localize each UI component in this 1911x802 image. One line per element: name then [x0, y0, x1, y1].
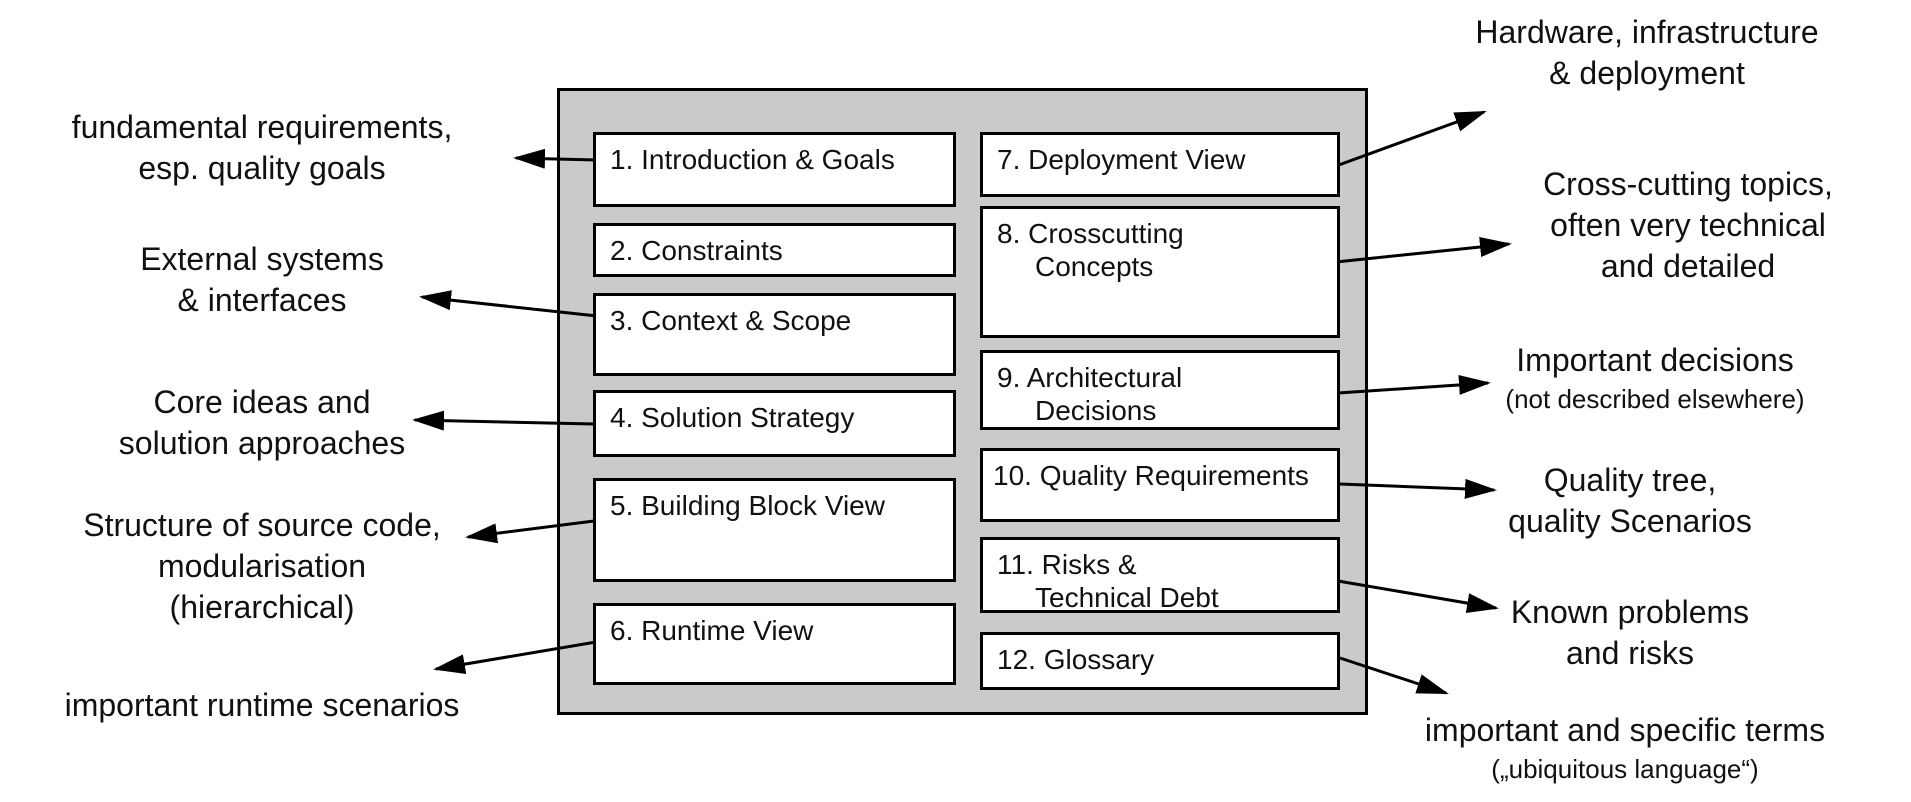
box-label: 2. Constraints	[610, 235, 783, 266]
box-label: 12. Glossary	[997, 644, 1155, 675]
box-5-building-block-view: 5. Building Block View	[593, 478, 956, 582]
annotation-line: modularisation	[157, 548, 367, 584]
annotation-glossary: important and specific terms („ubiquitou…	[1370, 710, 1880, 787]
box-12-glossary: 12. Glossary	[980, 632, 1340, 690]
annotation-line: & interfaces	[177, 282, 347, 318]
box-11-risks-technical-debt: 11. Risks & Technical Debt	[980, 537, 1340, 613]
box-1-introduction-goals: 1. Introduction & Goals	[593, 132, 956, 207]
box-label: Concepts	[1035, 251, 1154, 282]
box-label: Decisions	[1035, 395, 1157, 426]
box-2-constraints: 2. Constraints	[593, 223, 956, 277]
annotation-line: important runtime scenarios	[64, 687, 460, 723]
annotation-line: and risks	[1565, 635, 1695, 671]
annotation-line: often very technical	[1550, 207, 1826, 243]
annotation-intro: fundamental requirements, esp. quality g…	[12, 107, 512, 189]
box-8-crosscutting-concepts: 8. Crosscutting Concepts	[980, 206, 1340, 338]
box-label: Technical Debt	[1035, 582, 1219, 613]
annotation-line: External systems	[140, 241, 384, 277]
box-4-solution-strategy: 4. Solution Strategy	[593, 390, 956, 457]
box-label: 11. Risks &	[997, 549, 1137, 580]
annotation-line-small: („ubiquitous language“)	[1491, 754, 1759, 784]
box-7-deployment-view: 7. Deployment View	[980, 132, 1340, 197]
annotation-solution: Core ideas and solution approaches	[12, 382, 512, 464]
box-label: 3. Context & Scope	[610, 305, 852, 336]
annotation-line: and detailed	[1600, 248, 1776, 284]
annotation-risks: Known problems and risks	[1380, 592, 1880, 674]
box-label: 1. Introduction & Goals	[610, 144, 895, 175]
box-6-runtime-view: 6. Runtime View	[593, 603, 956, 685]
box-10-quality-requirements: 10. Quality Requirements	[980, 448, 1340, 522]
box-label: 7. Deployment View	[997, 144, 1246, 175]
annotation-decisions: Important decisions (not described elsew…	[1400, 340, 1910, 417]
annotation-line-small: (not described elsewhere)	[1505, 384, 1805, 414]
box-label: 8. Crosscutting	[997, 218, 1184, 249]
annotation-line: Core ideas and	[153, 384, 371, 420]
box-label: 5. Building Block View	[610, 490, 885, 521]
annotation-runtime: important runtime scenarios	[12, 685, 512, 726]
box-3-context-scope: 3. Context & Scope	[593, 293, 956, 376]
annotation-quality: Quality tree, quality Scenarios	[1380, 460, 1880, 542]
annotation-line: quality Scenarios	[1508, 503, 1752, 539]
annotation-building: Structure of source code, modularisation…	[12, 505, 512, 628]
annotation-deployment: Hardware, infrastructure & deployment	[1392, 12, 1902, 94]
box-label: 10. Quality Requirements	[993, 460, 1309, 491]
annotation-line: Hardware, infrastructure	[1475, 14, 1819, 50]
annotation-line: Known problems	[1510, 594, 1750, 630]
box-label: 6. Runtime View	[610, 615, 814, 646]
annotation-line: Quality tree,	[1543, 462, 1717, 498]
box-9-architectural-decisions: 9. Architectural Decisions	[980, 350, 1340, 430]
annotation-line: Cross-cutting topics,	[1543, 166, 1833, 202]
annotation-line: Important decisions	[1516, 342, 1794, 378]
annotation-line: solution approaches	[118, 425, 406, 461]
annotation-line: important and specific terms	[1424, 712, 1826, 748]
annotation-line: fundamental requirements,	[71, 109, 453, 145]
annotation-line: (hierarchical)	[169, 589, 355, 625]
annotation-line: & deployment	[1549, 55, 1745, 91]
annotation-line: Structure of source code,	[83, 507, 441, 543]
box-label: 9. Architectural	[997, 362, 1183, 393]
box-label: 4. Solution Strategy	[610, 402, 855, 433]
annotation-context: External systems & interfaces	[12, 239, 512, 321]
annotation-crosscutting: Cross-cutting topics, often very technic…	[1468, 164, 1908, 287]
annotation-line: esp. quality goals	[138, 150, 386, 186]
